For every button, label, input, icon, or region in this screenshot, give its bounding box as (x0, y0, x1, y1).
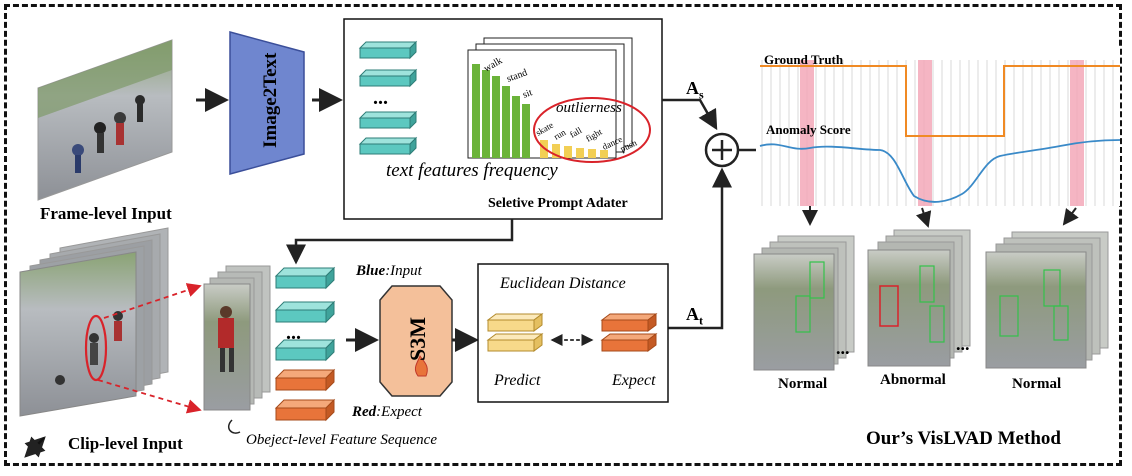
bar-8 (552, 144, 560, 158)
tokens-ellipsis-top: ... (373, 87, 388, 109)
fire-icon (414, 354, 428, 377)
object-level-sequence-label: Obeject-level Feature Sequence (246, 432, 438, 448)
anomaly-score-label: Anomaly Score (766, 122, 851, 137)
ground-truth-label: Ground Truth (764, 52, 844, 67)
euclidean-distance-box (477, 263, 669, 403)
object-crop-stack (203, 265, 271, 411)
s3m-label: S3M (405, 317, 430, 361)
bar-10 (576, 148, 584, 158)
image2text-label: Image2Text (260, 52, 281, 148)
bar-5 (512, 96, 520, 158)
object-feature-sequence (274, 266, 336, 422)
thumb-ellipsis-2: ... (956, 334, 970, 354)
bar-9 (564, 146, 572, 158)
at-label: At (686, 304, 703, 328)
thumb-ellipsis-1: ... (836, 338, 850, 358)
pink-band-1 (800, 60, 814, 206)
clip-level-input-label: Clip-level Input (68, 434, 183, 453)
bar-6 (522, 104, 530, 158)
thumbnail-abnormal (867, 229, 971, 367)
crop-line-top (103, 283, 202, 319)
thumbnail-normal-2 (985, 231, 1109, 369)
outlierness-label: outlierness (556, 100, 622, 116)
bar-2 (482, 70, 490, 158)
as-label: As (686, 78, 704, 102)
outlierness-ellipse (533, 97, 651, 163)
bar-3 (492, 76, 500, 158)
pink-band-3 (1070, 60, 1084, 206)
expect-tokens (600, 313, 658, 352)
frequency-histogram: walk stand sit skate run fall fight danc… (467, 37, 651, 163)
arrow-at-to-sum (668, 167, 732, 330)
text-feature-tokens (358, 40, 418, 156)
word-sit: sit (521, 87, 534, 101)
euclidean-distance-label: Euclidean Distance (500, 275, 626, 292)
method-frame (4, 4, 1122, 466)
normal-label-2: Normal (1012, 376, 1062, 392)
predict-label: Predict (494, 372, 541, 389)
selective-prompt-adapter-label: Seletive Prompt Adater (488, 196, 628, 211)
bar-12 (600, 150, 608, 158)
frame-level-input-label: Frame-level Input (40, 204, 172, 223)
arrow-to-normal-2 (1062, 207, 1079, 226)
ground-truth-line (760, 65, 1120, 137)
bar-11 (588, 149, 596, 158)
text-features-frequency-label: text features frequency (386, 160, 558, 181)
abnormal-label: Abnormal (880, 372, 946, 388)
bar-4 (502, 86, 510, 158)
method-title: Our’s VisLVAD Method (866, 428, 1061, 449)
curved-connector (228, 419, 241, 434)
anomaly-score-line (759, 139, 1121, 203)
thumbnail-normal-1 (753, 235, 855, 371)
arrow-to-abnormal (915, 207, 932, 228)
anomaly-chart (756, 46, 1121, 206)
predict-tokens (486, 313, 544, 352)
red-expect-label: Red:Expect (352, 404, 422, 420)
image2text-block (229, 31, 305, 175)
clip-level-image-stack (19, 227, 169, 417)
arrow-as-to-sum (662, 98, 718, 131)
sequence-ellipsis: ... (286, 322, 301, 344)
bar-1 (472, 64, 480, 158)
pink-band-2 (918, 60, 932, 206)
arrow-adapter-to-sequence (286, 219, 514, 265)
expect-label: Expect (612, 372, 656, 389)
s3m-block (379, 285, 453, 397)
normal-label-1: Normal (778, 376, 828, 392)
blue-input-label: Blue:Input (356, 263, 422, 279)
frame-level-image (37, 39, 173, 201)
resize-arrow-sw (24, 436, 46, 458)
